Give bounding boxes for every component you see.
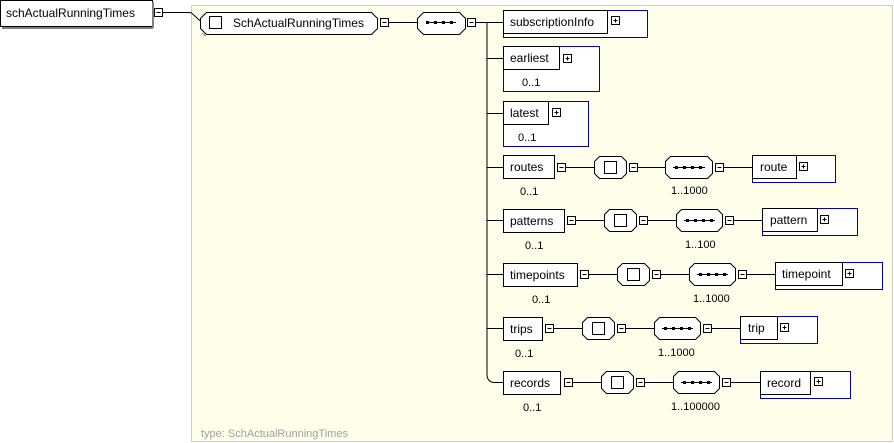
collapse-toggle[interactable] xyxy=(722,378,731,387)
element-pattern[interactable]: pattern xyxy=(762,208,858,236)
element-label: records xyxy=(510,376,550,390)
collapse-toggle[interactable] xyxy=(557,163,566,172)
occurs-label: 0..1 xyxy=(523,402,541,414)
collapse-toggle[interactable] xyxy=(639,216,648,225)
occurs-label: 1..1000 xyxy=(658,347,695,359)
expand-toggle[interactable] xyxy=(814,377,823,386)
collapse-toggle[interactable] xyxy=(545,324,554,333)
root-collapse-toggle[interactable] xyxy=(154,8,163,17)
sequence-compositor[interactable]: 1..100 xyxy=(676,209,723,252)
element-label: subscriptionInfo xyxy=(510,15,594,29)
element-records[interactable]: records 0..1 xyxy=(503,371,561,415)
element-label: route xyxy=(760,160,788,174)
element-label: patterns xyxy=(510,214,553,228)
element-label: earliest xyxy=(510,51,549,65)
collapse-toggle[interactable] xyxy=(738,270,747,279)
occurs-label: 0..1 xyxy=(522,77,540,89)
element-timepoint[interactable]: timepoint xyxy=(775,262,883,290)
collapse-toggle[interactable] xyxy=(617,324,626,333)
occurs-label: 1..1000 xyxy=(693,293,730,305)
occurs-label: 0..1 xyxy=(525,240,543,252)
expand-toggle[interactable] xyxy=(820,215,829,224)
complex-type-node[interactable] xyxy=(594,156,627,179)
occurs-label: 0..1 xyxy=(520,186,538,198)
element-label: routes xyxy=(510,160,543,174)
element-label: trip xyxy=(748,321,765,335)
occurs-label: 1..100000 xyxy=(671,401,720,413)
root-element[interactable]: schActualRunningTimes xyxy=(0,0,155,29)
sequence-compositor[interactable] xyxy=(417,12,466,35)
type-node-box-icon xyxy=(209,16,222,29)
complex-type-node[interactable] xyxy=(601,371,634,394)
collapse-toggle[interactable] xyxy=(636,378,645,387)
expand-toggle[interactable] xyxy=(780,323,789,332)
collapse-toggle[interactable] xyxy=(567,216,576,225)
complex-type-node[interactable] xyxy=(582,317,615,340)
occurs-label: 1..100 xyxy=(685,239,716,251)
element-route[interactable]: route xyxy=(752,155,836,183)
element-label: record xyxy=(767,376,801,390)
sequence-collapse-toggle[interactable] xyxy=(467,18,476,27)
collapse-toggle[interactable] xyxy=(715,163,724,172)
collapse-toggle[interactable] xyxy=(629,163,638,172)
element-latest[interactable]: latest 0..1 xyxy=(503,101,589,147)
sequence-compositor[interactable]: 1..100000 xyxy=(671,371,720,414)
element-patterns[interactable]: patterns 0..1 xyxy=(503,209,565,253)
type-caption: type: SchActualRunningTimes xyxy=(201,428,348,440)
complex-type-node[interactable] xyxy=(604,209,637,232)
occurs-label: 1..1000 xyxy=(671,185,708,197)
collapse-toggle[interactable] xyxy=(564,378,573,387)
occurs-label: 0..1 xyxy=(518,132,536,144)
sequence-compositor[interactable]: 1..1000 xyxy=(665,156,713,198)
element-record[interactable]: record xyxy=(760,371,851,399)
element-trip[interactable]: trip xyxy=(740,316,818,344)
element-earliest[interactable]: earliest 0..1 xyxy=(503,46,600,92)
expand-toggle[interactable] xyxy=(799,162,808,171)
complex-type-node[interactable] xyxy=(617,263,650,286)
expand-toggle[interactable] xyxy=(845,269,854,278)
occurs-label: 0..1 xyxy=(515,348,533,360)
type-node[interactable]: SchActualRunningTimes xyxy=(200,12,378,37)
element-label: trips xyxy=(510,322,533,336)
element-label: timepoints xyxy=(510,268,565,282)
element-routes[interactable]: routes 0..1 xyxy=(503,155,555,199)
type-collapse-toggle[interactable] xyxy=(380,18,389,27)
collapse-toggle[interactable] xyxy=(580,270,589,279)
type-node-label: SchActualRunningTimes xyxy=(233,16,364,30)
expand-toggle[interactable] xyxy=(552,108,561,117)
element-subscriptionInfo[interactable]: subscriptionInfo xyxy=(503,10,648,38)
expand-toggle[interactable] xyxy=(563,54,572,63)
sequence-compositor[interactable]: 1..1000 xyxy=(654,317,701,360)
expand-toggle[interactable] xyxy=(611,16,620,25)
element-timepoints[interactable]: timepoints 0..1 xyxy=(503,263,578,307)
element-trips[interactable]: trips 0..1 xyxy=(503,317,543,361)
occurs-label: 0..1 xyxy=(532,294,550,306)
collapse-toggle[interactable] xyxy=(652,270,661,279)
sequence-compositor[interactable]: 1..1000 xyxy=(689,263,736,306)
collapse-toggle[interactable] xyxy=(725,216,734,225)
root-element-label: schActualRunningTimes xyxy=(6,6,135,20)
element-label: pattern xyxy=(770,213,807,227)
element-label: timepoint xyxy=(782,267,831,281)
collapse-toggle[interactable] xyxy=(703,324,712,333)
element-label: latest xyxy=(510,106,539,120)
